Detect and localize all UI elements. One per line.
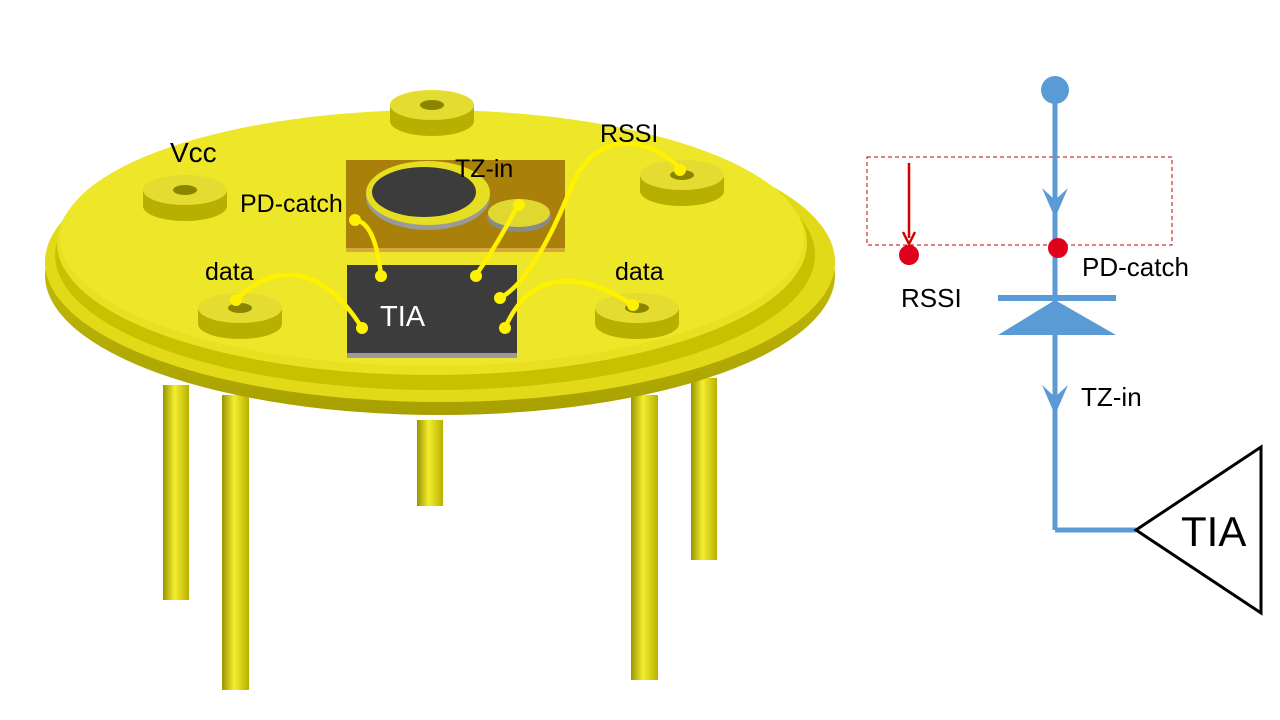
label-vcc: Vcc bbox=[170, 137, 217, 168]
wire-data-right bbox=[502, 278, 636, 331]
pin bbox=[691, 378, 717, 560]
current-arrow-icon bbox=[1042, 385, 1068, 415]
current-arrow-icon bbox=[1042, 188, 1068, 218]
wire-tz-in bbox=[473, 202, 521, 278]
label-pd-catch: PD-catch bbox=[240, 190, 343, 218]
bond-pads bbox=[143, 90, 724, 339]
photodiode-active-area bbox=[372, 167, 476, 217]
tz-in-pad bbox=[488, 199, 550, 227]
schematic-label-tia: TIA bbox=[1181, 508, 1246, 555]
schematic-label-tz-in: TZ-in bbox=[1081, 382, 1142, 412]
pin bbox=[631, 395, 658, 680]
pd-catch-node bbox=[1048, 238, 1068, 258]
schematic-label-pd-catch: PD-catch bbox=[1082, 252, 1189, 282]
pin bbox=[417, 420, 443, 506]
pad-vcc bbox=[143, 175, 227, 221]
header-disk bbox=[45, 110, 835, 415]
label-tz-in: TZ-in bbox=[455, 155, 513, 183]
tia-amplifier-symbol bbox=[1133, 444, 1263, 616]
pin bbox=[163, 385, 189, 600]
photodiode-symbol bbox=[998, 295, 1116, 335]
rssi-arrow-head-icon bbox=[901, 231, 917, 247]
wire-data-left bbox=[233, 272, 365, 331]
pad-data-right bbox=[595, 293, 679, 339]
pad-data-left bbox=[198, 293, 282, 339]
label-data-right: data bbox=[615, 258, 664, 286]
tia-chip: TIA bbox=[347, 265, 517, 358]
wire-rssi bbox=[497, 141, 683, 301]
schematic-label-rssi: RSSI bbox=[901, 283, 962, 313]
package-pins bbox=[163, 378, 717, 690]
schematic: TIA RSSI PD-catch TZ-in bbox=[866, 76, 1263, 616]
wire-bond-dots bbox=[230, 164, 686, 334]
pin bbox=[222, 395, 249, 690]
tia-chip-label: TIA bbox=[380, 301, 426, 333]
label-rssi: RSSI bbox=[600, 120, 658, 148]
rssi-node bbox=[899, 245, 919, 265]
package-labels: Vcc PD-catch TZ-in RSSI data data bbox=[170, 120, 664, 286]
photodiode-carrier bbox=[346, 160, 565, 252]
label-data-left: data bbox=[205, 258, 254, 286]
rssi-sense-box bbox=[866, 156, 1173, 246]
supply-node bbox=[1041, 76, 1069, 104]
pad-top bbox=[390, 90, 474, 136]
